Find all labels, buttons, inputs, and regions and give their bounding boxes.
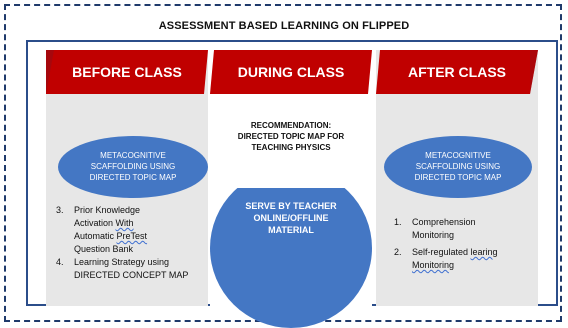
during-class-header-band bbox=[210, 50, 372, 94]
after-ellipse-line-1: METACOGNITIVE bbox=[425, 151, 491, 160]
before-header-shape bbox=[46, 50, 208, 94]
column-during-class: DURING CLASS RECOMMENDATION: DIRECTED TO… bbox=[210, 50, 372, 328]
after-metacognitive-ellipse: METACOGNITIVE SCAFFOLDING USING DIRECTED… bbox=[384, 136, 532, 198]
after-class-header-band bbox=[376, 50, 538, 94]
before-class-header-band bbox=[46, 50, 208, 94]
after-items: 1. Comprehension Monitoring 2. Self-regu… bbox=[394, 216, 534, 272]
before-metacognitive-ellipse: METACOGNITIVE SCAFFOLDING USING DIRECTED… bbox=[58, 136, 208, 198]
column-before-class: BEFORE CLASS METACOGNITIVE SCAFFOLDING U… bbox=[46, 50, 208, 306]
after-header-shade bbox=[530, 50, 538, 94]
after-ellipse-line-3: DIRECTED TOPIC MAP bbox=[414, 173, 502, 182]
after-item-1: 1. Comprehension Monitoring bbox=[394, 217, 476, 240]
diagram-title: ASSESSMENT BASED LEARNING ON FLIPPED bbox=[158, 20, 410, 32]
serve-by-teacher-ellipse bbox=[210, 188, 372, 328]
before-items: 3. Prior Knowledge Activation With Autom… bbox=[56, 204, 204, 282]
column-after-class: AFTER CLASS METACOGNITIVE SCAFFOLDING US… bbox=[376, 50, 538, 306]
before-ellipse-line-2: SCAFFOLDING USING bbox=[90, 162, 176, 171]
recommendation-text: RECOMMENDATION: DIRECTED TOPIC MAP FOR T… bbox=[237, 121, 345, 152]
before-ellipse-line-3: DIRECTED TOPIC MAP bbox=[89, 173, 177, 182]
during-class-header: DURING CLASS bbox=[237, 64, 345, 80]
serve-by-teacher-text: SERVE BY TEACHER ONLINE/OFFLINE MATERIAL bbox=[245, 201, 337, 235]
after-header-shape bbox=[376, 50, 538, 94]
during-header-shape bbox=[210, 50, 372, 94]
before-item-4: 4. Learning Strategy using DIRECTED CONC… bbox=[56, 257, 189, 280]
after-class-header: AFTER CLASS bbox=[408, 64, 506, 80]
after-ellipse-line-2: SCAFFOLDING USING bbox=[415, 162, 501, 171]
before-item-3: 3. Prior Knowledge Activation With Autom… bbox=[56, 205, 148, 254]
before-header-shade bbox=[46, 50, 54, 94]
after-item-2: 2. Self-regulated learing Monitoring bbox=[394, 247, 498, 270]
before-ellipse-line-1: METACOGNITIVE bbox=[100, 151, 166, 160]
before-class-header: BEFORE CLASS bbox=[72, 64, 182, 80]
